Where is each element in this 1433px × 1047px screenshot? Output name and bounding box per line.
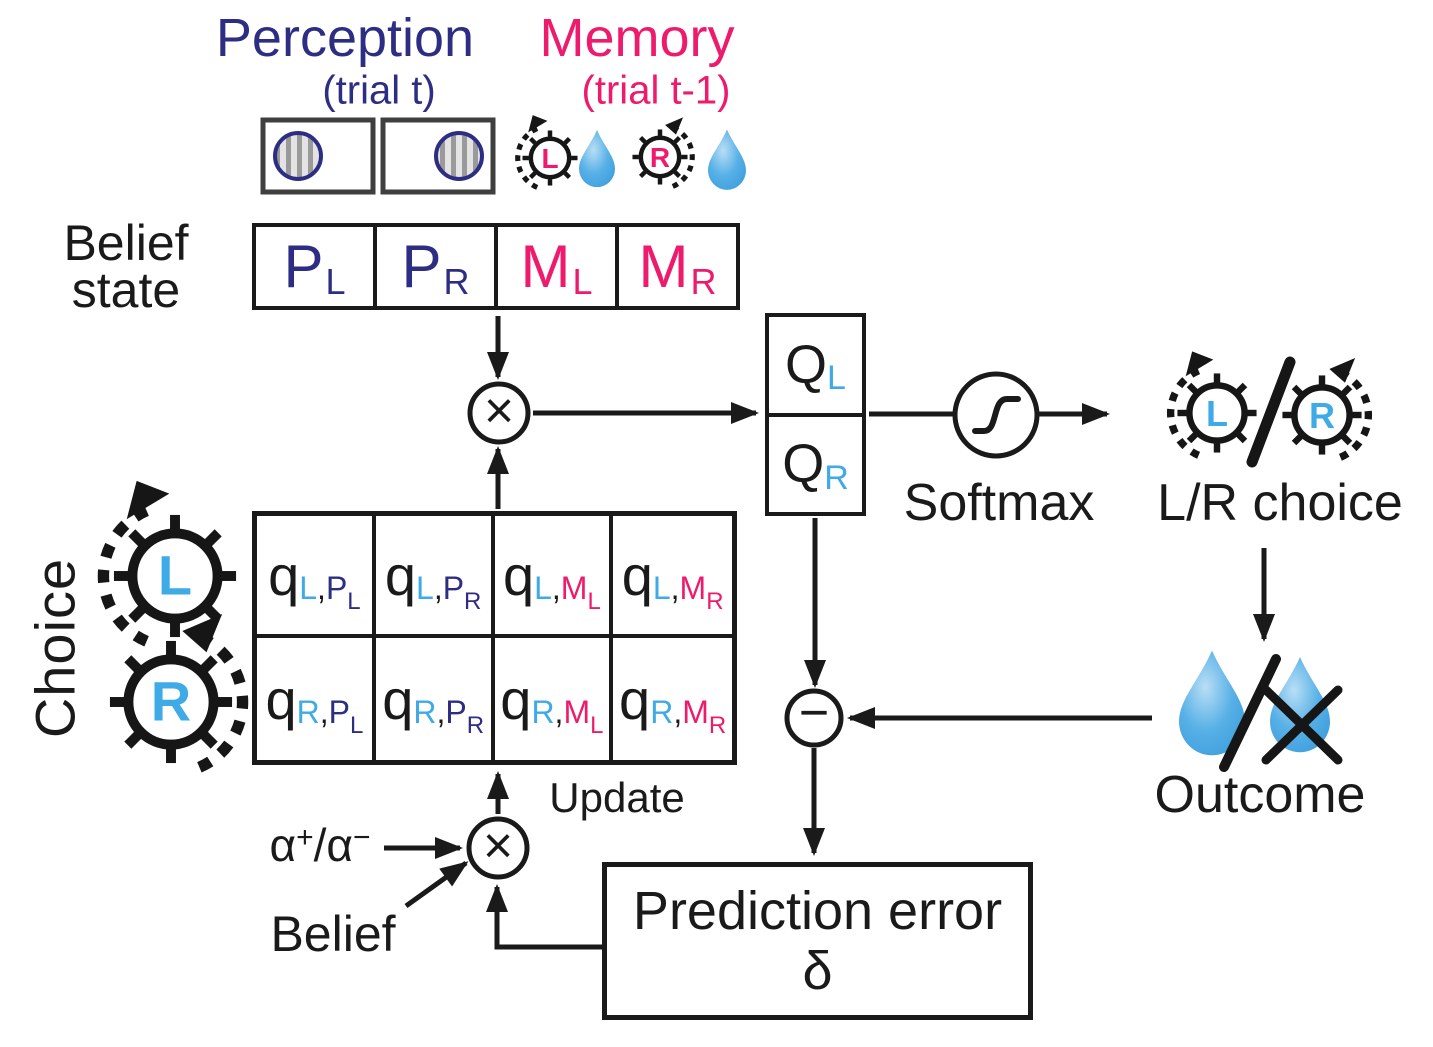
- memory-right-droplet-icon: [708, 129, 746, 190]
- perception-trial-label: (trial t): [322, 68, 436, 113]
- belief-state-label: Belief state: [63, 215, 189, 318]
- lr-choice-slash-icon: [1246, 356, 1296, 468]
- memory-title: Memory: [539, 8, 735, 68]
- multiply-operator-glyph: ×: [483, 382, 515, 440]
- stimulus-right-box-icon: [380, 117, 496, 195]
- belief-input-label: Belief: [270, 906, 396, 962]
- memory-trial-label: (trial t-1): [581, 68, 731, 113]
- outcome-label: Outcome: [1154, 766, 1366, 824]
- arrow-belief-word-to-multiply: [404, 860, 469, 909]
- softmax-label: Softmax: [903, 474, 1095, 532]
- sigmoid-curve-icon: [972, 396, 1021, 434]
- arrow-prediction-error-to-update-multiply: [486, 884, 602, 950]
- learning-rate-label: α+/α−: [269, 819, 371, 871]
- choice-left-dial-letter: L: [157, 543, 193, 607]
- prediction-error-box: Prediction error δ: [602, 862, 1033, 1020]
- stimulus-left-box-icon: [260, 117, 376, 195]
- memory-left-droplet-icon: [579, 130, 615, 188]
- update-label: Update: [549, 774, 685, 821]
- memory-right-dial-letter: R: [649, 142, 671, 173]
- memory-left-dial-letter: L: [541, 143, 559, 174]
- outcome-slash-icon: [1219, 654, 1281, 772]
- prediction-error-symbol: δ: [802, 941, 833, 1001]
- choice-right-dial-letter: R: [150, 669, 192, 733]
- outcome-no-reward-droplet-icon: [1261, 657, 1343, 765]
- lr-choice-left-dial-letter: L: [1206, 393, 1228, 434]
- connector-arrows: [384, 316, 1275, 950]
- perception-title: Perception: [215, 8, 475, 68]
- update-multiply-operator-glyph: ×: [482, 817, 514, 875]
- prediction-error-title: Prediction error: [632, 880, 1003, 941]
- update-multiply-operator-circle: [466, 816, 530, 880]
- multiply-operator-circle: [467, 381, 531, 445]
- minus-operator-glyph: −: [798, 684, 830, 742]
- minus-operator-circle: [784, 688, 844, 748]
- lr-choice-right-dial-letter: R: [1309, 395, 1335, 436]
- lr-choice-label: L/R choice: [1157, 474, 1403, 532]
